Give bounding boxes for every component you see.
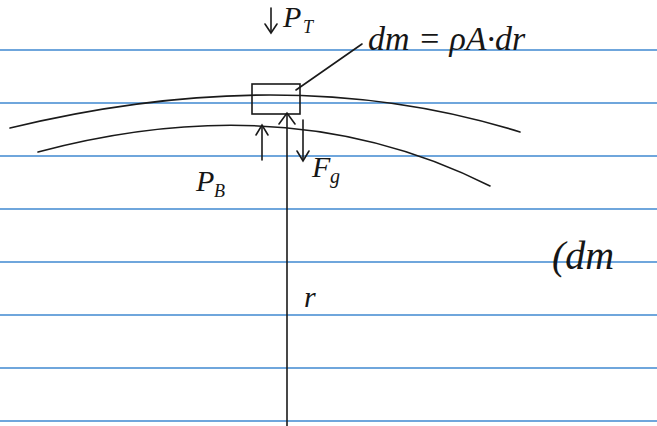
note-fragment: (dm — [552, 236, 614, 276]
mass-equation: dm = ρA·dr — [368, 22, 525, 56]
ruled-lines — [0, 50, 657, 421]
ink — [10, 8, 520, 426]
gravity-head — [297, 151, 309, 161]
top-pressure-arrow — [270, 8, 272, 32]
force-subscript: g — [330, 166, 340, 186]
bottom-pressure-arrow — [261, 126, 263, 160]
force-subscript: B — [214, 182, 225, 200]
force-subscript: T — [303, 18, 313, 36]
force-symbol: F — [312, 152, 330, 182]
radius-arrowhead — [279, 113, 295, 124]
radius-label: r — [304, 282, 316, 312]
top-pressure-head — [265, 24, 277, 33]
force-symbol: P — [196, 166, 214, 196]
force-symbol: P — [283, 2, 301, 32]
radius-line — [286, 114, 288, 426]
inner-arc — [38, 125, 490, 186]
mass-element — [252, 84, 300, 114]
leader-line — [296, 44, 362, 90]
gravity-arrow — [302, 120, 304, 160]
bottom-pressure-head — [256, 125, 268, 135]
